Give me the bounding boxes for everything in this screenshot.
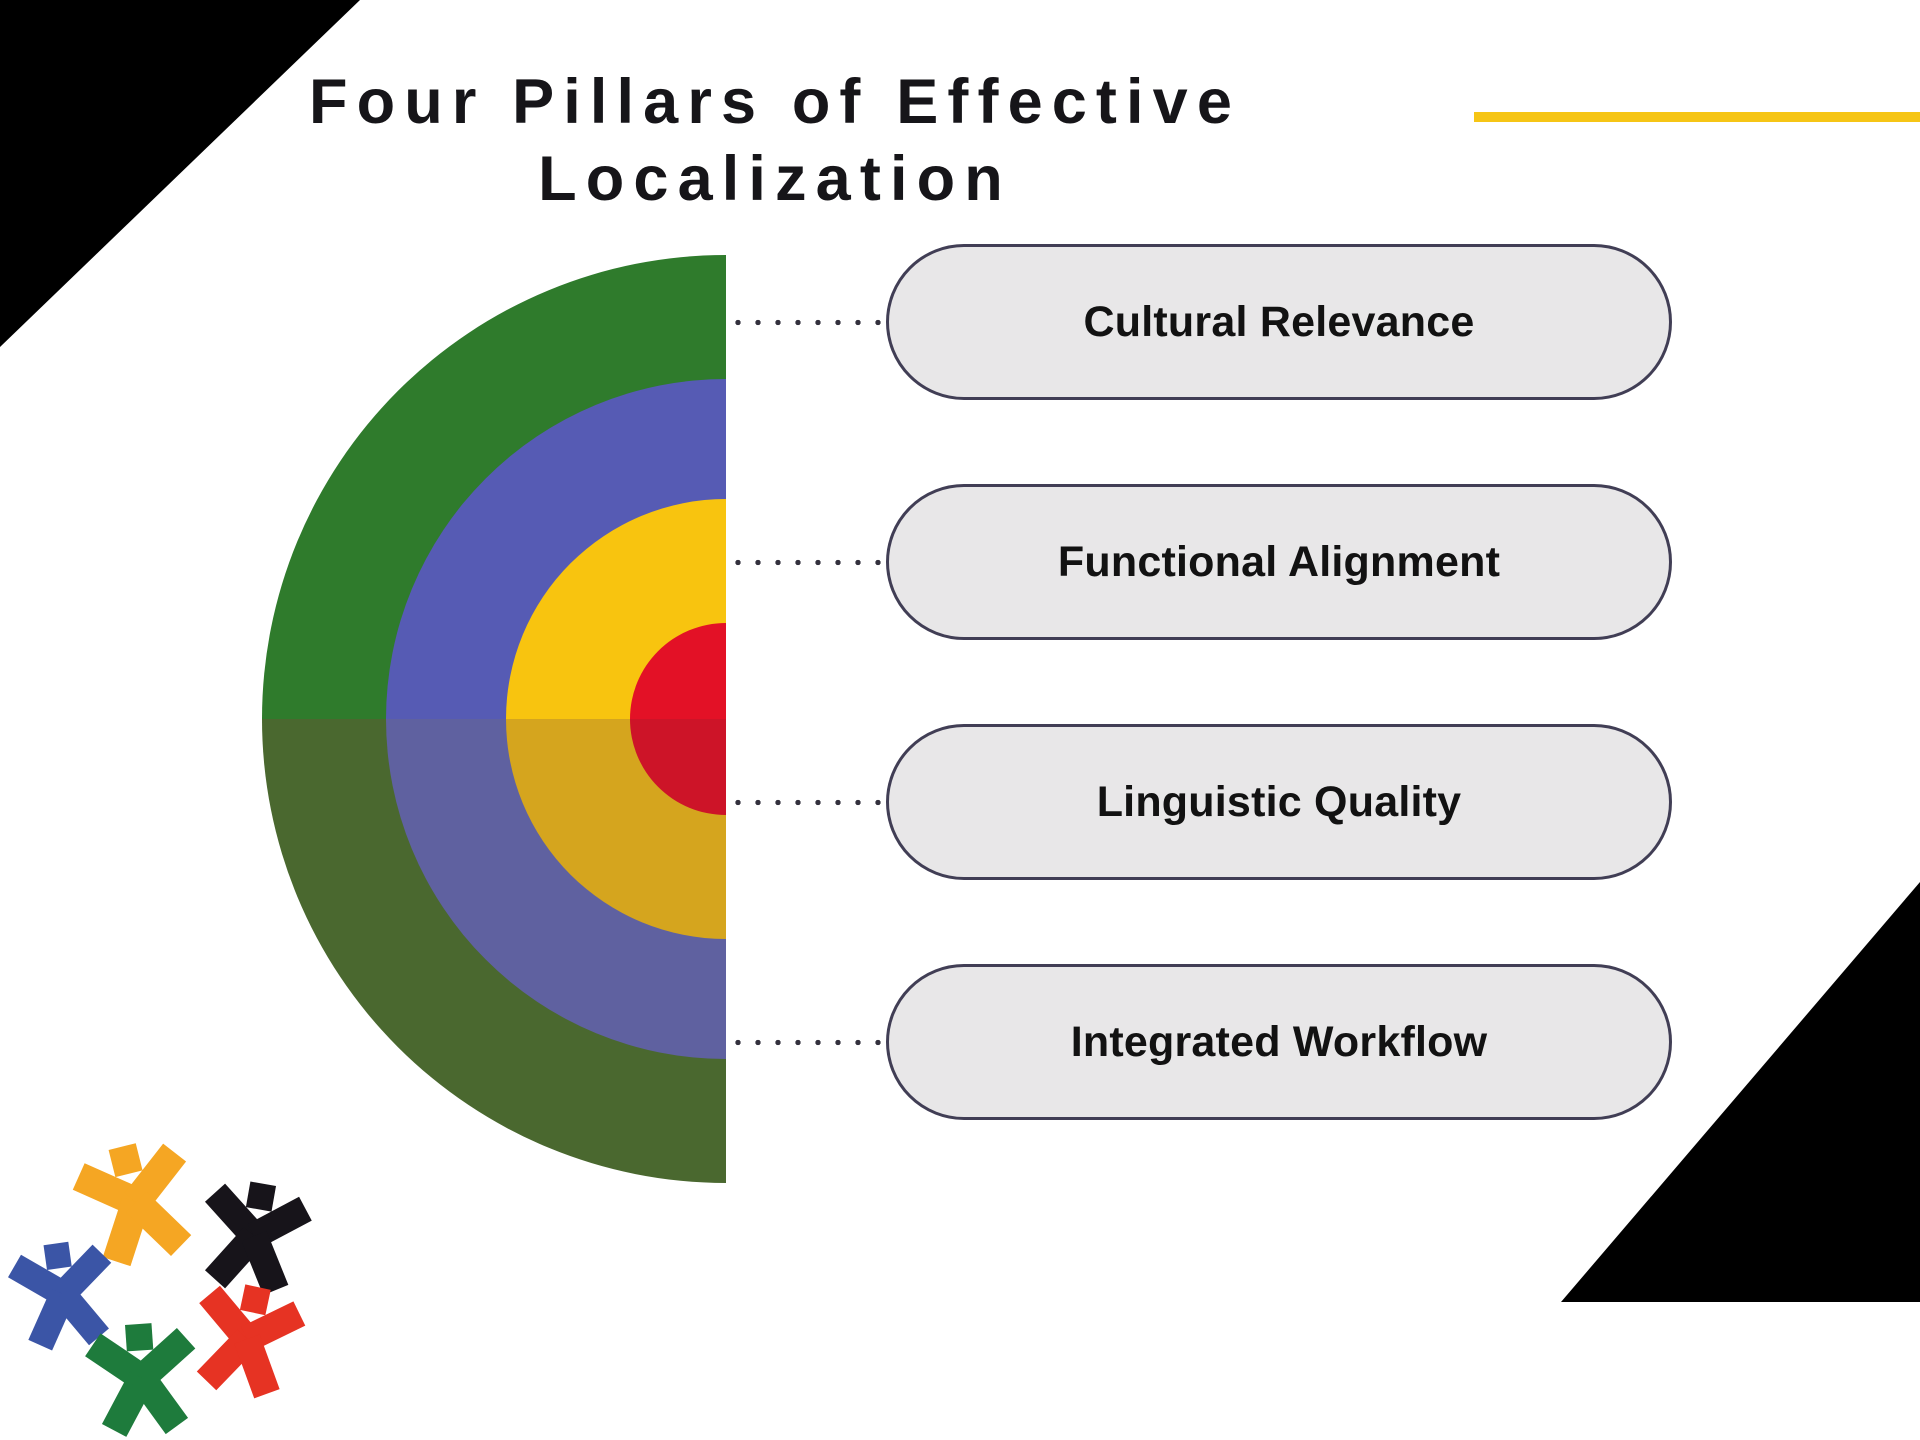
connector-dots-1: [728, 319, 886, 326]
connector-dots-2: [728, 559, 886, 566]
logo-person-green-icon: [83, 1320, 202, 1440]
page-title-line1: Four Pillars of Effective: [308, 67, 1242, 137]
logo-person-black-icon: [190, 1174, 317, 1302]
pillar-label: Integrated Workflow: [1070, 1017, 1488, 1066]
accent-line: [1474, 112, 1920, 122]
connector-dots-4: [728, 1039, 886, 1046]
pillar-label: Cultural Relevance: [1083, 297, 1475, 346]
pillar-label: Functional Alignment: [1057, 537, 1501, 586]
logo: [4, 1132, 317, 1440]
pillar-pill-linguistic-quality: Linguistic Quality: [886, 724, 1672, 880]
pillar-pill-functional-alignment: Functional Alignment: [886, 484, 1672, 640]
logo-person-red-icon: [182, 1275, 312, 1406]
pillar-pill-integrated-workflow: Integrated Workflow: [886, 964, 1672, 1120]
pillar-label: Linguistic Quality: [1096, 777, 1462, 826]
pillar-pill-cultural-relevance: Cultural Relevance: [886, 244, 1672, 400]
page-title: Four Pillars of Effective Localization: [150, 64, 1400, 218]
target-diagram: [262, 255, 726, 1183]
center-ring-bottom: [630, 719, 726, 815]
center-ring-top: [630, 623, 726, 719]
page-title-line2: Localization: [538, 144, 1012, 214]
connector-dots-3: [728, 799, 886, 806]
